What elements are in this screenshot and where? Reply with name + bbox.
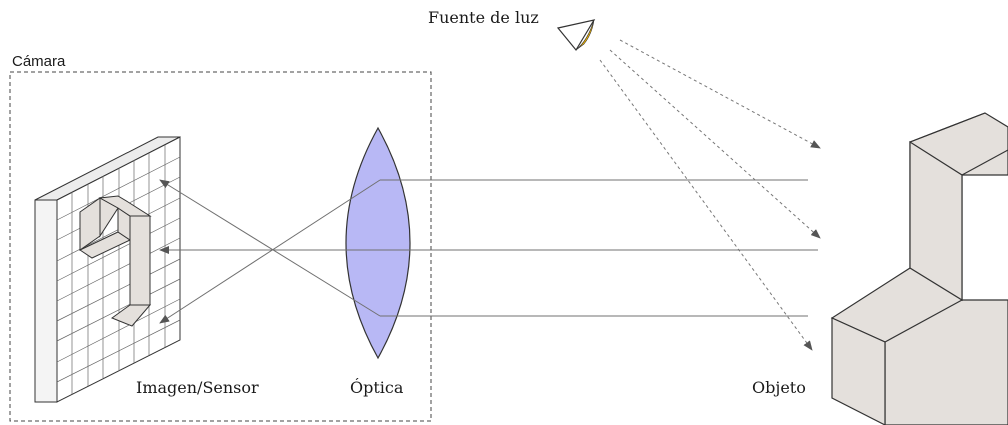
camera-label: Cámara [12, 53, 66, 70]
sensor-image [78, 195, 152, 327]
optical-rays [159, 179, 818, 324]
object-block [830, 112, 1008, 425]
lens [345, 126, 411, 360]
optics-label: Óptica [350, 378, 404, 397]
sensor-box [34, 136, 181, 403]
light-source-label: Fuente de luz [428, 8, 539, 27]
illumination-rays [599, 39, 821, 351]
light-source-icon [556, 19, 596, 52]
image-sensor-label: Imagen/Sensor [136, 378, 259, 397]
camera-frame [9, 71, 432, 422]
object-label: Objeto [752, 378, 806, 397]
